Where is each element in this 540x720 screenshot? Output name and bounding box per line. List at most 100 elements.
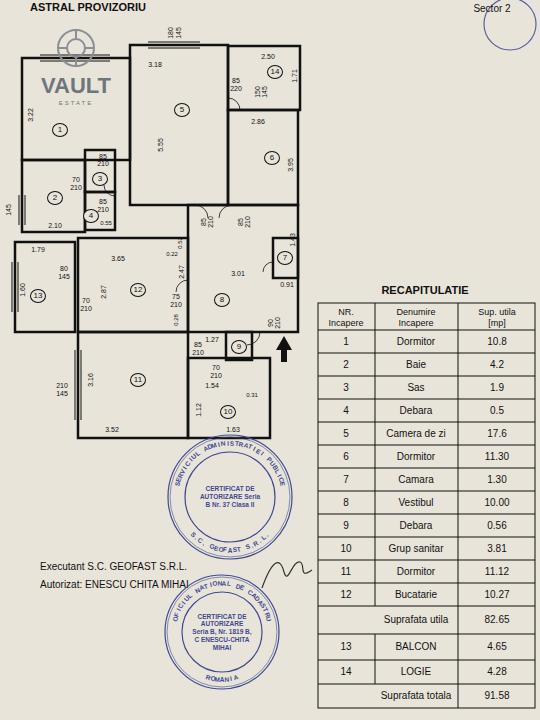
- room-number-text: 5: [174, 103, 190, 117]
- room-number: 4: [83, 209, 99, 223]
- room-number-text: 6: [264, 151, 280, 165]
- stamp-char: A: [222, 581, 227, 588]
- dimension-label: 145: [56, 390, 68, 397]
- room-number: 2: [47, 191, 63, 205]
- dimension-label: 0.22: [166, 251, 178, 257]
- wall: [130, 45, 228, 205]
- dimension-label: 1.27: [205, 336, 219, 343]
- table-border: [318, 303, 535, 708]
- table-cell: Grup sanitar: [388, 544, 443, 554]
- stamp-char: F: [223, 547, 228, 554]
- table-cell: 10.00: [484, 498, 509, 508]
- dimension-label: 220: [230, 85, 242, 92]
- table-cell: Dormitor: [397, 452, 435, 462]
- dimension-label: 210: [207, 216, 214, 228]
- dimension-label: 150: [254, 86, 261, 98]
- dimension-label: 210: [244, 216, 251, 228]
- room-number: 8: [214, 293, 230, 307]
- dimension-label: 1.63: [226, 426, 240, 433]
- dimension-label: 1.54: [205, 382, 219, 389]
- table-cell: 0.56: [487, 521, 506, 531]
- table-cell: 1.30: [487, 475, 506, 485]
- table-cell: 4.2: [490, 360, 504, 370]
- table-rows: [318, 330, 535, 684]
- table-cell: BALCON: [395, 642, 436, 652]
- dimension-label: 210: [210, 372, 222, 379]
- table-cell: 10: [340, 544, 351, 554]
- dimension-label: 145: [175, 27, 182, 39]
- dimension-label: 80: [60, 265, 68, 272]
- dimension-label: 3.01: [231, 270, 245, 277]
- table-cell: 3.81: [487, 544, 506, 554]
- wall: [22, 160, 85, 232]
- dimension-label: 210: [192, 349, 204, 356]
- dimension-label: 2.87: [100, 285, 107, 299]
- room-number: 5: [174, 103, 190, 117]
- table-cell: Vestibul: [398, 498, 433, 508]
- table-cell: RECAPITULATIE: [381, 285, 468, 296]
- dimension-label: 210: [97, 160, 109, 167]
- dimension-label: 5.55: [157, 138, 164, 152]
- dimension-label: 85: [232, 77, 240, 84]
- room-number: 12: [130, 283, 146, 297]
- entrance-arrow: [276, 336, 292, 362]
- wall: [228, 46, 300, 110]
- table-cell: Debara: [400, 521, 433, 531]
- dimension-label: 0.91: [280, 281, 294, 288]
- watermark-text: ESTATE: [59, 100, 93, 106]
- table-cell: 6: [343, 452, 349, 462]
- wall: [15, 242, 75, 332]
- table-columns: [375, 303, 458, 708]
- door-swings: [104, 98, 273, 345]
- stamp-char: A: [232, 674, 238, 682]
- logo-dial: [67, 39, 85, 57]
- table-cell: 17.6: [487, 429, 506, 439]
- table-cell: 4.65: [487, 642, 506, 652]
- wall: [226, 332, 252, 360]
- dimension-label: 0.28: [173, 314, 179, 326]
- table-cell: 8: [343, 498, 349, 508]
- table-cell: Incapere: [328, 319, 363, 328]
- table-cell: 2: [343, 360, 349, 370]
- stamp-ring: [170, 437, 290, 557]
- table-cell: Bucatarie: [395, 590, 437, 600]
- table-cell: 10.27: [484, 590, 509, 600]
- dimension-label: 3.65: [111, 255, 125, 262]
- dimension-label: 85: [99, 198, 107, 205]
- table-cell: [mp]: [488, 319, 506, 328]
- room-number-text: 8: [214, 293, 230, 307]
- stamp-char: M: [214, 676, 220, 683]
- wall: [188, 205, 298, 332]
- stamp-char: M: [211, 442, 218, 450]
- room-number: 13: [30, 289, 46, 303]
- door-arc: [219, 205, 232, 218]
- stamp-char: I: [209, 582, 212, 589]
- table-cell: 1: [343, 337, 349, 347]
- room-number-text: 10: [220, 405, 236, 419]
- door-arc: [104, 185, 115, 196]
- table-cell: Suprafata totala: [381, 691, 452, 701]
- room-number-text: 4: [83, 209, 99, 223]
- table-grid: [318, 303, 535, 708]
- door-arc: [195, 205, 208, 218]
- stamp-ring: [165, 575, 279, 689]
- dimension-label: 0.31: [246, 392, 258, 398]
- room-number: 9: [231, 340, 247, 354]
- stamp-char: A: [220, 677, 225, 684]
- wall: [78, 332, 188, 438]
- stamp-char: S: [232, 547, 237, 554]
- table-cell: 7: [343, 475, 349, 485]
- watermark-text: VAULT: [41, 75, 111, 97]
- dimension-label: 210: [274, 317, 281, 329]
- room-number-text: 11: [130, 373, 146, 387]
- stamp-seal: CERTIFICAT DE AUTORIZARE Seria B, Nr. 18…: [163, 573, 281, 691]
- stamp-char: S: [230, 440, 235, 447]
- dimension-label: 2.47: [178, 265, 185, 279]
- stamp-char: E: [239, 585, 246, 593]
- table-cell: Sup. utila: [478, 308, 516, 317]
- dimension-label: 210: [70, 184, 82, 191]
- walls: [15, 45, 300, 438]
- door-arc: [176, 280, 188, 292]
- room-number: 3: [92, 172, 108, 186]
